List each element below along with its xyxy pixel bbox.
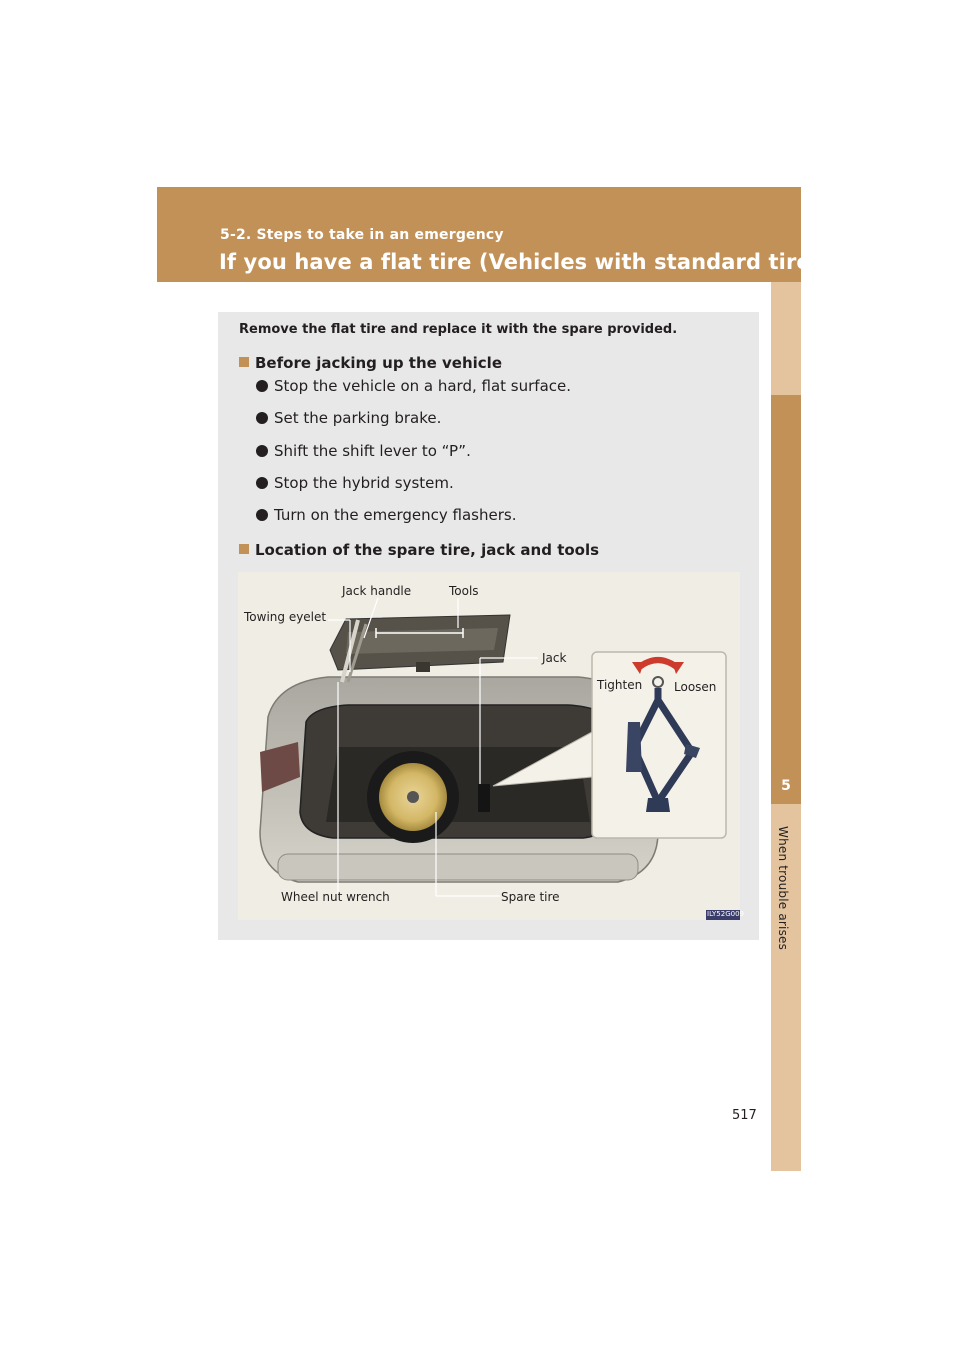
tray-latch xyxy=(416,662,430,672)
label-loosen: Loosen xyxy=(674,680,717,694)
arrow-head-left xyxy=(632,662,644,674)
list-item: Set the parking brake. xyxy=(256,409,571,441)
square-bullet-icon xyxy=(239,544,249,554)
leader-jack-handle xyxy=(363,597,379,639)
bullet-icon xyxy=(256,412,268,425)
subheading-text: Location of the spare tire, jack and too… xyxy=(255,541,600,559)
trunk-illustration: Jack handle Tools Towing eyelet Jack Tig… xyxy=(238,572,744,920)
chapter-number: 5 xyxy=(781,778,791,794)
square-bullet-icon xyxy=(239,357,249,367)
jack-base xyxy=(646,798,670,812)
label-towing-eyelet: Towing eyelet xyxy=(244,610,327,624)
chapter-title: When trouble arises xyxy=(776,826,790,951)
callout-pointer xyxy=(492,731,593,787)
list-item: Turn on the emergency flashers. xyxy=(256,506,571,538)
spare-tire-hub xyxy=(407,791,419,803)
label-tools: Tools xyxy=(449,584,479,598)
label-tighten: Tighten xyxy=(597,678,643,692)
page-number: 517 xyxy=(732,1108,757,1123)
subheading-text: Before jacking up the vehicle xyxy=(255,354,503,372)
precaution-list: Stop the vehicle on a hard, flat surface… xyxy=(256,377,571,538)
figure-code: ILY52G009 xyxy=(707,910,745,918)
label-jack-handle: Jack handle xyxy=(342,584,412,598)
label-wheel-nut-wrench: Wheel nut wrench xyxy=(281,890,390,904)
page-title: If you have a flat tire (Vehicles with s… xyxy=(219,250,834,274)
chapter-tab[interactable] xyxy=(771,395,801,804)
jack-plate-left xyxy=(626,722,642,772)
arrow-head-right xyxy=(672,662,684,674)
bumper xyxy=(277,853,639,881)
bullet-icon xyxy=(256,509,268,522)
figure-code-box xyxy=(706,910,740,920)
label-spare-tire: Spare tire xyxy=(501,890,560,904)
bullet-icon xyxy=(256,380,268,392)
subheading-before-jacking: Before jacking up the vehicle xyxy=(239,354,502,372)
jack-small xyxy=(478,784,490,812)
list-item: Stop the vehicle on a hard, flat surface… xyxy=(256,377,571,409)
tool-tray-inset xyxy=(346,628,498,654)
header-band xyxy=(157,187,801,282)
bullet-icon xyxy=(256,444,268,457)
tools-bracket xyxy=(375,628,464,638)
trunk-drawing xyxy=(259,597,740,920)
list-item: Shift the shift lever to “P”. xyxy=(256,442,571,474)
tail-light-left xyxy=(260,742,300,792)
intro-text: Remove the flat tire and replace it with… xyxy=(239,322,678,337)
wrench-shape xyxy=(346,623,368,683)
jack-bolt-right xyxy=(684,744,700,758)
label-jack: Jack xyxy=(542,651,567,665)
subheading-location: Location of the spare tire, jack and too… xyxy=(239,541,599,559)
bullet-icon xyxy=(256,476,268,489)
section-label: 5-2. Steps to take in an emergency xyxy=(220,227,504,243)
jack-screw-eye xyxy=(652,676,664,688)
list-item: Stop the hybrid system. xyxy=(256,474,571,506)
